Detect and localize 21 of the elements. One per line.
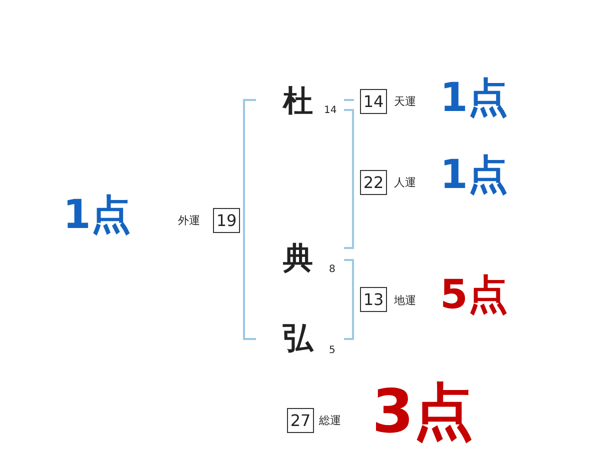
score-text: 5点 xyxy=(440,275,508,315)
fortune-name: 天運 xyxy=(394,96,416,107)
name-character: 典 xyxy=(283,244,313,274)
name-character: 杜 xyxy=(283,87,313,117)
fortune-number-box: 19 xyxy=(213,208,240,233)
fortune-number-box: 27 xyxy=(287,408,314,433)
fortune-name: 総運 xyxy=(319,415,341,426)
name-character: 弘 xyxy=(283,324,313,354)
stroke-count: 5 xyxy=(329,346,336,356)
fortune-number-box: 22 xyxy=(360,170,387,195)
fortune-number-box: 14 xyxy=(360,89,387,114)
fortune-name: 人運 xyxy=(394,177,416,188)
stroke-count: 14 xyxy=(324,106,337,116)
fortune-name: 地運 xyxy=(394,295,416,306)
score-text: 3点 xyxy=(372,382,474,442)
fortune-number-box: 13 xyxy=(360,287,387,312)
score-text: 1点 xyxy=(63,195,131,235)
stroke-count: 8 xyxy=(329,265,336,275)
score-text: 1点 xyxy=(440,78,508,118)
score-text: 1点 xyxy=(440,155,508,195)
fortune-name: 外運 xyxy=(178,215,200,226)
